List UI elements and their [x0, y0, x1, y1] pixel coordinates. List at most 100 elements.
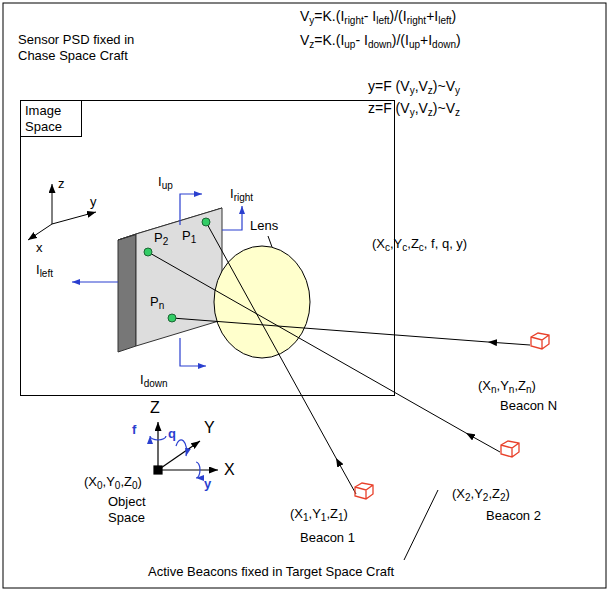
beacon-label: Beacon 1 — [300, 530, 355, 546]
axis-label: X — [224, 460, 235, 479]
caption-note: Sensor PSD fixed in Chase Space Craft — [18, 32, 146, 63]
subscript: z — [428, 107, 433, 118]
label-text: Beacon 2 — [486, 508, 541, 523]
label-text: ,Y — [497, 378, 509, 393]
label-text: (X — [452, 486, 465, 501]
label-text: ,Z — [488, 486, 500, 501]
label-text: z=F (V — [368, 100, 410, 116]
beacon-label: Beacon 2 — [486, 508, 541, 524]
current-label: Ileft — [36, 262, 53, 280]
subscript: n — [509, 384, 515, 395]
rotation-label: y — [204, 476, 211, 492]
label-text: ) — [138, 474, 142, 489]
label-text: ,Y — [103, 474, 115, 489]
label-text: ) — [452, 8, 457, 24]
subscript: down — [144, 378, 168, 389]
subscript: left — [438, 15, 451, 26]
beacon-label: Beacon N — [500, 398, 557, 414]
label-text: Object Space — [108, 494, 146, 525]
callout-leader — [404, 490, 438, 560]
label-text: x — [36, 240, 43, 255]
label-text: )~V — [433, 100, 455, 116]
subscript: y — [455, 85, 460, 96]
label-text: P — [150, 294, 159, 309]
label-text: (X — [478, 378, 491, 393]
subscript: 1 — [303, 512, 309, 523]
region-box: Image Space — [20, 100, 395, 396]
label-text: =K.(I — [314, 8, 344, 24]
subscript: n — [159, 300, 165, 311]
label-text: ) — [506, 486, 510, 501]
subscript: right — [344, 15, 363, 26]
label-text: I — [36, 262, 40, 277]
subscript: n — [491, 384, 497, 395]
label-text: =K.(I — [314, 32, 344, 48]
label-text: P — [154, 230, 163, 245]
subscript: z — [309, 39, 314, 50]
label-text: ) — [532, 378, 536, 393]
axis-label: Y — [204, 418, 215, 437]
current-label: Idown — [140, 372, 168, 390]
lens-leader — [268, 236, 272, 247]
label-text: ) — [456, 32, 461, 48]
label-text: ,Z — [120, 474, 132, 489]
axis-label: z — [58, 176, 65, 192]
beacon-rays — [148, 222, 530, 494]
label-text: - I — [364, 8, 376, 24]
axis-label: x — [36, 240, 43, 256]
subscript: c — [385, 242, 390, 253]
subscript: right — [234, 192, 253, 203]
subscript: 1 — [321, 512, 327, 523]
label-text: I — [158, 174, 162, 189]
spot-label: Pn — [150, 294, 164, 312]
formula: y=F (Vy,Vz)~Vy — [368, 78, 460, 97]
subscript: 2 — [163, 236, 169, 247]
axis-label: Z — [150, 398, 160, 417]
subscript: 1 — [338, 512, 344, 523]
subscript: down — [368, 39, 392, 50]
subscript: left — [40, 268, 53, 279]
subscript: 2 — [465, 492, 471, 503]
label-text: ,V — [415, 100, 428, 116]
label-text: )/(I — [392, 32, 409, 48]
label-text: Beacon 1 — [300, 530, 355, 545]
space-label: Object Space — [108, 494, 170, 525]
label-text: I — [230, 186, 234, 201]
label-text: , f, q, y) — [424, 236, 467, 251]
label-text: )~V — [433, 78, 455, 94]
subscript: y — [309, 15, 314, 26]
subscript: up — [344, 39, 355, 50]
subscript: left — [376, 15, 389, 26]
subscript: right — [407, 15, 426, 26]
label-text: +I — [426, 8, 438, 24]
label-text: +I — [420, 32, 432, 48]
subscript: n — [526, 384, 532, 395]
label-text: V — [300, 8, 309, 24]
label-text: y — [90, 194, 97, 209]
spot-label: P2 — [154, 230, 168, 248]
lens-label: Lens — [250, 218, 278, 234]
formula: Vz=K.(Iup- Idown)/(Iup+Idown) — [300, 32, 461, 51]
rotation-label: f — [132, 422, 136, 438]
label-text: ) — [344, 506, 348, 521]
label-text: Z — [150, 399, 160, 416]
label-text: P — [182, 228, 191, 243]
label-text: Y — [204, 419, 215, 436]
label-text: ,Y — [390, 236, 402, 251]
label-text: f — [132, 422, 136, 437]
subscript: z — [428, 85, 433, 96]
label-text: ,V — [415, 78, 428, 94]
label-text: - I — [355, 32, 367, 48]
beacon-coords: (Xn,Yn,Zn) — [478, 378, 536, 396]
subscript: z — [455, 107, 460, 118]
label-text: Active Beacons fixed in Target Space Cra… — [148, 564, 394, 579]
subscript: 2 — [483, 492, 489, 503]
rotation-label: q — [168, 426, 176, 442]
label-text: V — [300, 32, 309, 48]
psd-sensor — [118, 208, 222, 352]
label-text: ,Y — [471, 486, 483, 501]
light-spots — [144, 218, 210, 322]
label-text: )/(I — [390, 8, 407, 24]
label-text: (X — [84, 474, 97, 489]
